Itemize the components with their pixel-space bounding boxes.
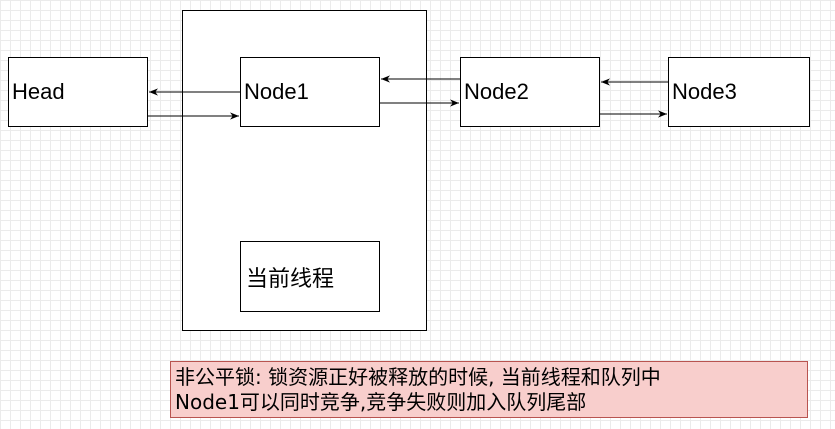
node2: Node2 xyxy=(460,57,600,127)
node1: Node1 xyxy=(240,57,380,127)
current-thread-label: 当前线程 xyxy=(246,265,335,291)
head-node: Head xyxy=(8,57,148,127)
node1-label: Node1 xyxy=(244,79,309,104)
node2-label: Node2 xyxy=(464,79,529,104)
node3: Node3 xyxy=(668,57,810,127)
head-node-label: Head xyxy=(12,79,65,104)
current-thread-box: 当前线程 xyxy=(240,241,380,312)
node3-label: Node3 xyxy=(672,79,737,104)
explanation-note: 非公平锁: 锁资源正好被释放的时候, 当前线程和队列中 Node1可以同时竞争,… xyxy=(170,361,808,418)
